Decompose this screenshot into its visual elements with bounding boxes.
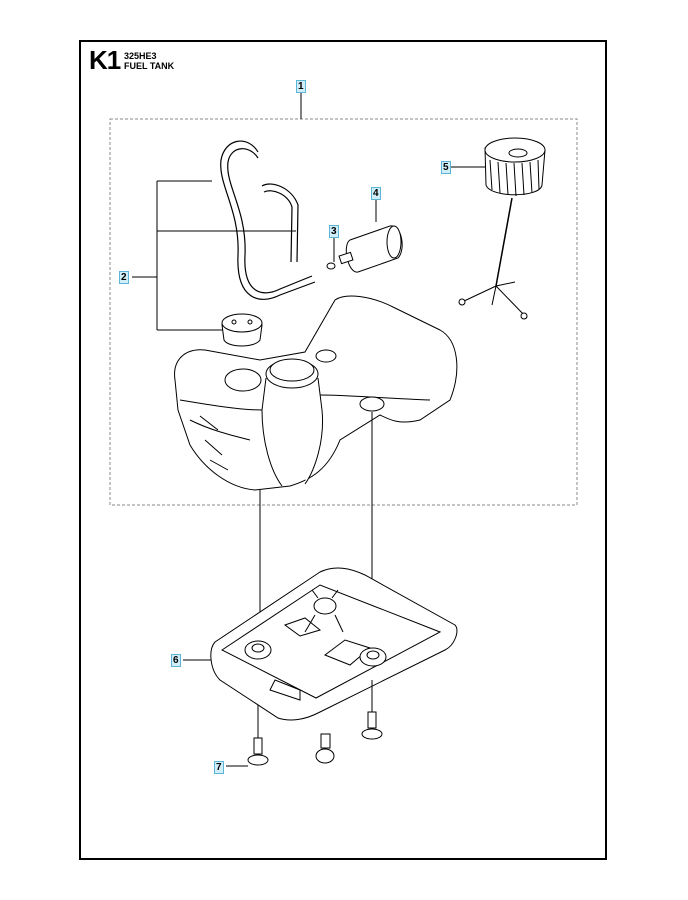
callout-4[interactable]: 4: [371, 187, 381, 200]
fuel-hose-short: [261, 183, 299, 263]
fuel-hose-long: [220, 140, 316, 300]
assembly-boundary: [109, 118, 578, 506]
fuel-tank: [174, 295, 458, 491]
callout-1[interactable]: 1: [296, 80, 306, 93]
page-frame: [79, 40, 607, 860]
section-code: K1: [89, 45, 121, 75]
callout-3[interactable]: 3: [329, 225, 339, 238]
fuel-filter: [338, 199, 403, 273]
screw-left: [226, 705, 269, 767]
leader-2: [132, 180, 296, 331]
screw-right: [361, 680, 383, 740]
hose-clip: [326, 238, 336, 270]
section-name: FUEL TANK: [124, 61, 175, 71]
fuel-cap: [450, 137, 546, 320]
tank-plate: [183, 567, 458, 721]
model-number: 325HE3: [124, 51, 157, 61]
callout-6[interactable]: 6: [171, 654, 181, 667]
callout-5[interactable]: 5: [441, 161, 451, 174]
callout-2[interactable]: 2: [119, 271, 129, 284]
grommet: [315, 733, 335, 764]
vent-valve: [221, 313, 263, 347]
callout-7[interactable]: 7: [214, 761, 224, 774]
